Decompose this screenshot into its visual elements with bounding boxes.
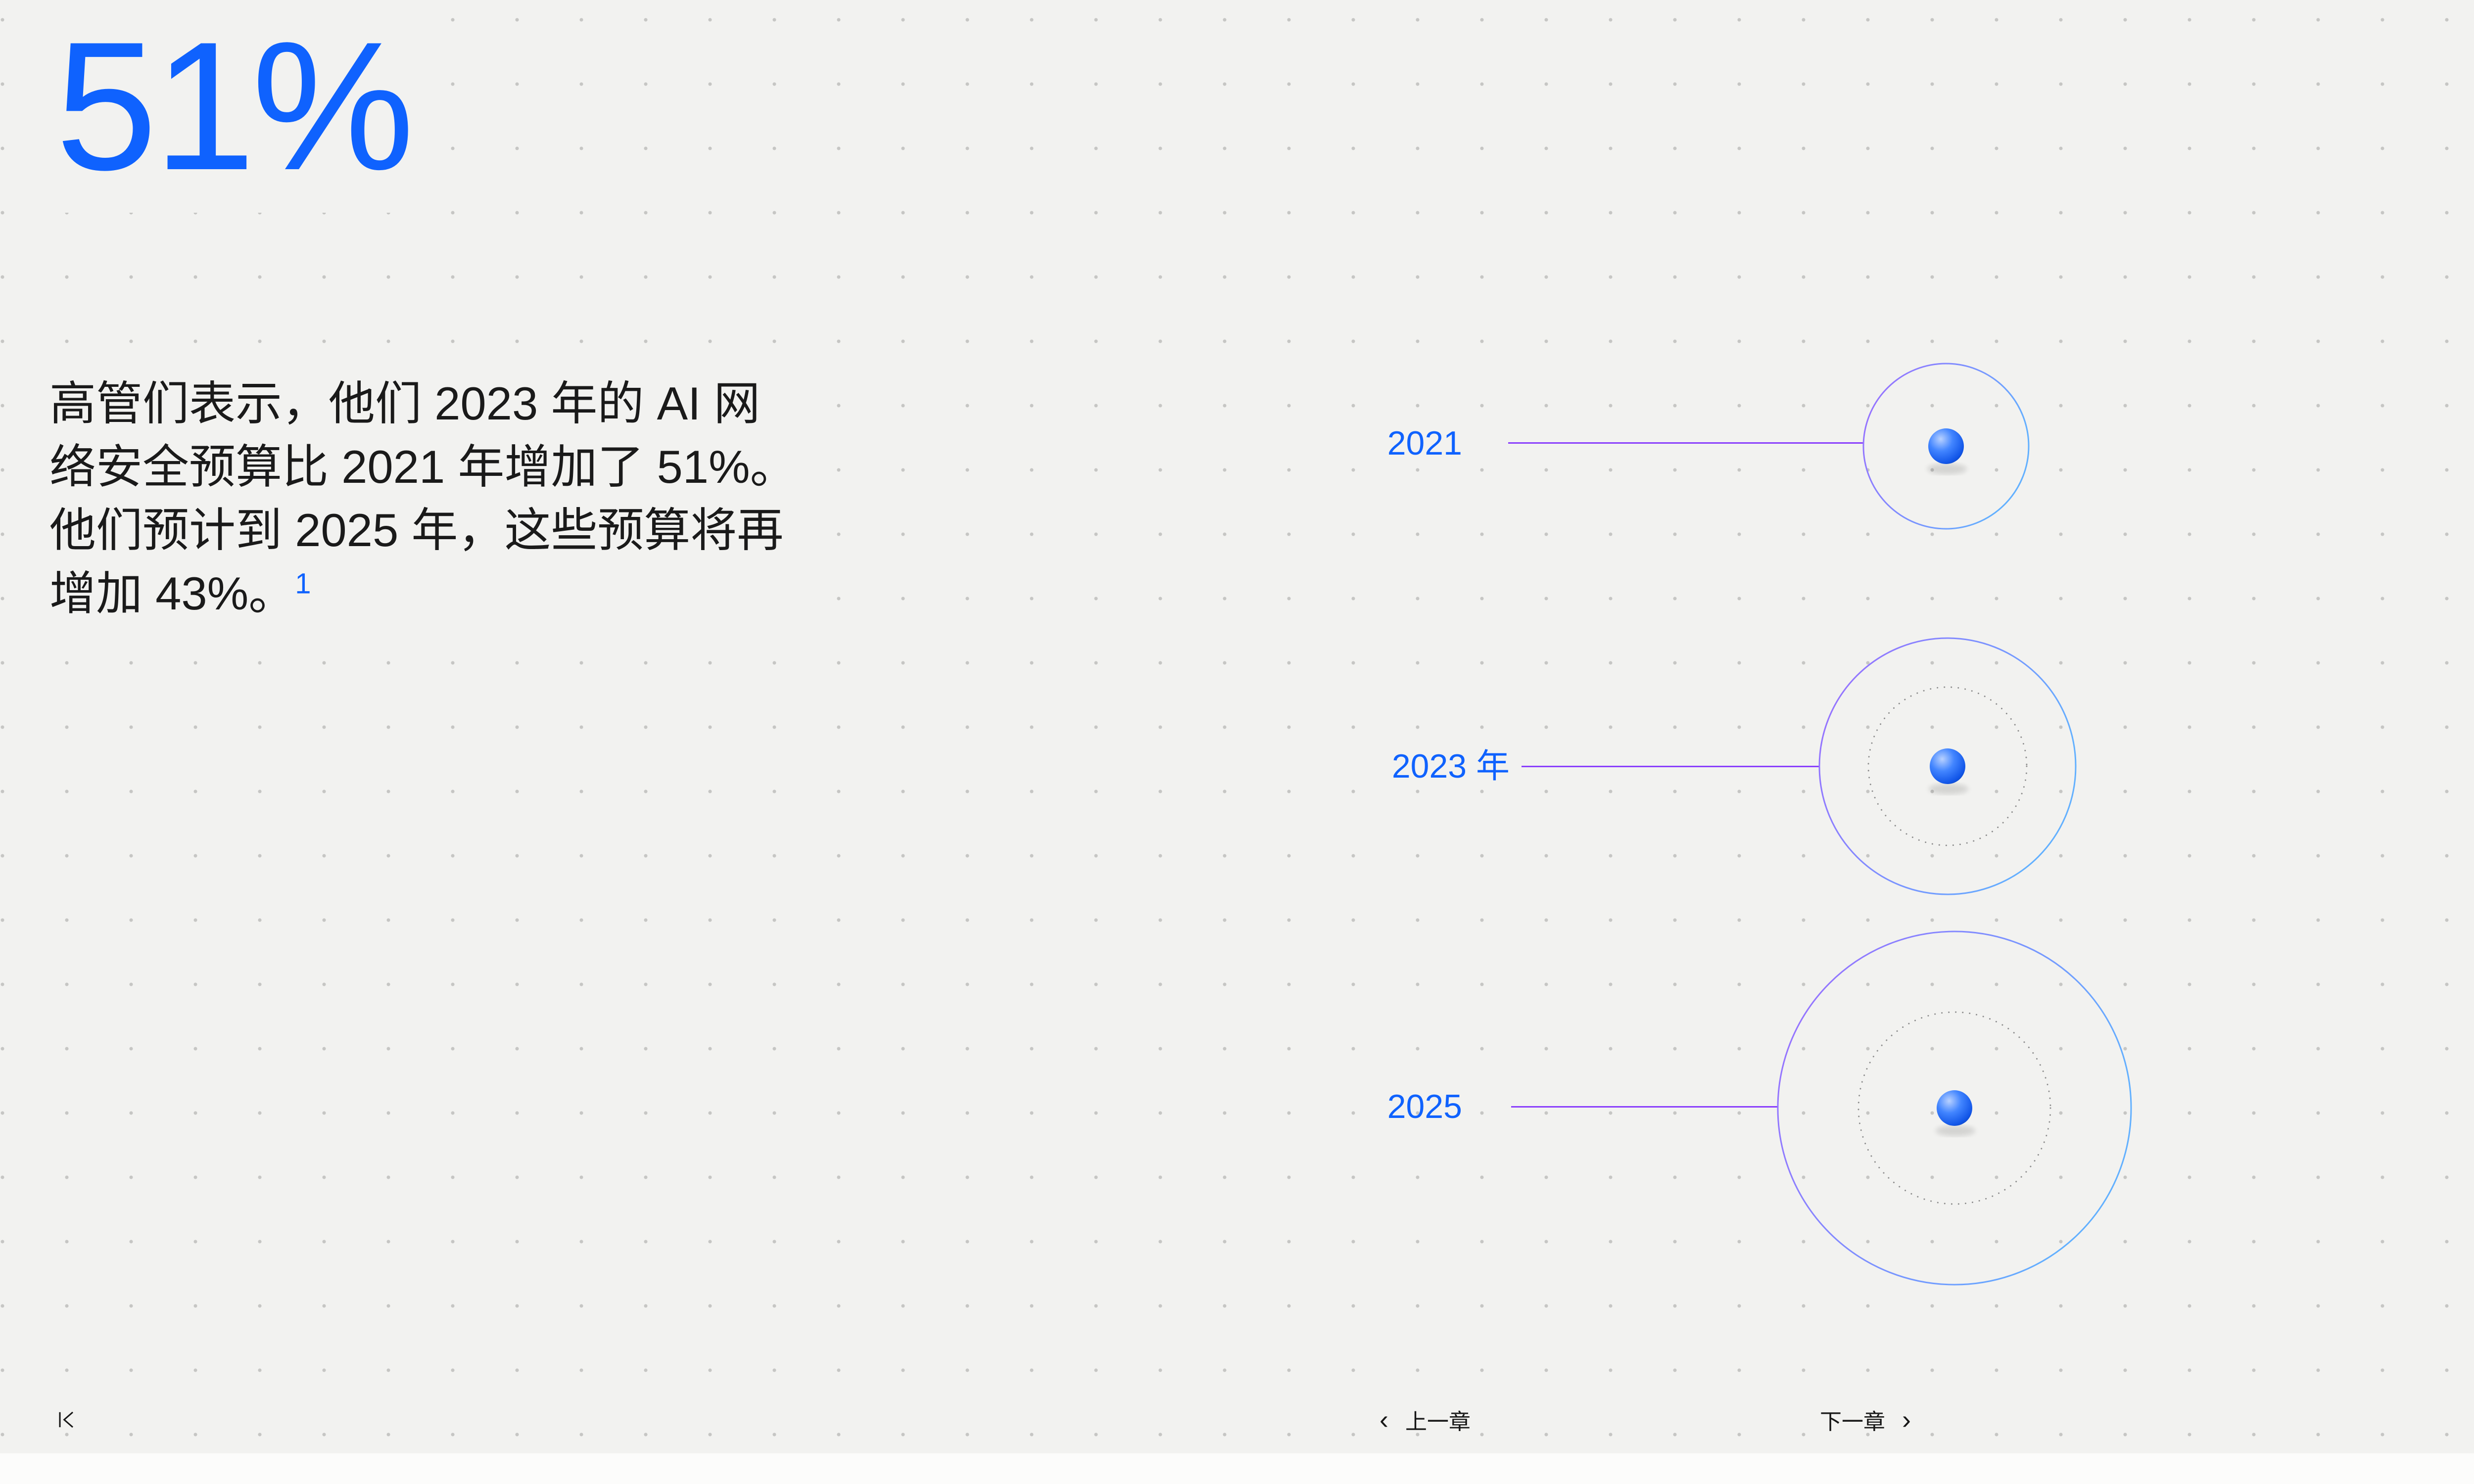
footnote-marker: 1 xyxy=(295,567,311,600)
bottom-strip xyxy=(0,1453,2474,1484)
bubble-graphic-2021 xyxy=(1862,363,2030,530)
bubble-graphic-2025 xyxy=(1777,930,2132,1286)
bubble-sphere xyxy=(1928,428,1964,464)
bubble-dotted-ring xyxy=(1867,686,2028,846)
headline-stat: 51% xyxy=(49,15,441,213)
sphere-shadow xyxy=(1927,464,1967,474)
connector-line-2021 xyxy=(1508,442,1863,444)
bubble-outline xyxy=(1862,363,2030,530)
sphere-shadow xyxy=(1929,784,1968,794)
connector-line-2023 xyxy=(1522,766,1819,767)
body-line-text: 增加 43%。 xyxy=(49,567,295,619)
body-paragraph: 高管们表示，他们 2023 年的 AI 网 络安全预算比 2021 年增加了 5… xyxy=(44,366,816,635)
bubble-label-2025: 2025 xyxy=(1387,1088,1462,1125)
next-chapter-button[interactable]: 下一章 › xyxy=(1820,1404,1911,1436)
bubble-dotted-ring xyxy=(1857,1011,2051,1205)
body-line: 络安全预算比 2021 年增加了 51%。 xyxy=(49,441,797,493)
prev-chapter-label: 上一章 xyxy=(1405,1410,1471,1434)
bubble-label-2023: 2023 年 xyxy=(1391,747,1510,785)
bubble-label-2021: 2021 xyxy=(1387,424,1462,462)
body-line: 高管们表示，他们 2023 年的 AI 网 xyxy=(49,377,761,429)
skip-to-start-icon xyxy=(59,1411,73,1428)
body-line: 增加 43%。1 xyxy=(49,562,797,625)
bubble-outline xyxy=(1818,637,2077,895)
connector-line-2025 xyxy=(1511,1106,1778,1108)
chevron-left-icon: ‹ xyxy=(1380,1405,1388,1435)
bubble-sphere xyxy=(1930,748,1965,784)
body-line: 他们预计到 2025 年，这些预算将再 xyxy=(49,504,784,556)
bubble-sphere xyxy=(1937,1090,1972,1126)
prev-chapter-button[interactable]: ‹ 上一章 xyxy=(1380,1404,1471,1436)
bubble-outline xyxy=(1777,930,2132,1286)
sphere-shadow xyxy=(1936,1125,1975,1136)
next-chapter-label: 下一章 xyxy=(1820,1410,1885,1434)
bubble-graphic-2023 xyxy=(1818,637,2077,895)
skip-to-start-button[interactable] xyxy=(53,1404,79,1436)
chevron-right-icon: › xyxy=(1902,1405,1911,1435)
